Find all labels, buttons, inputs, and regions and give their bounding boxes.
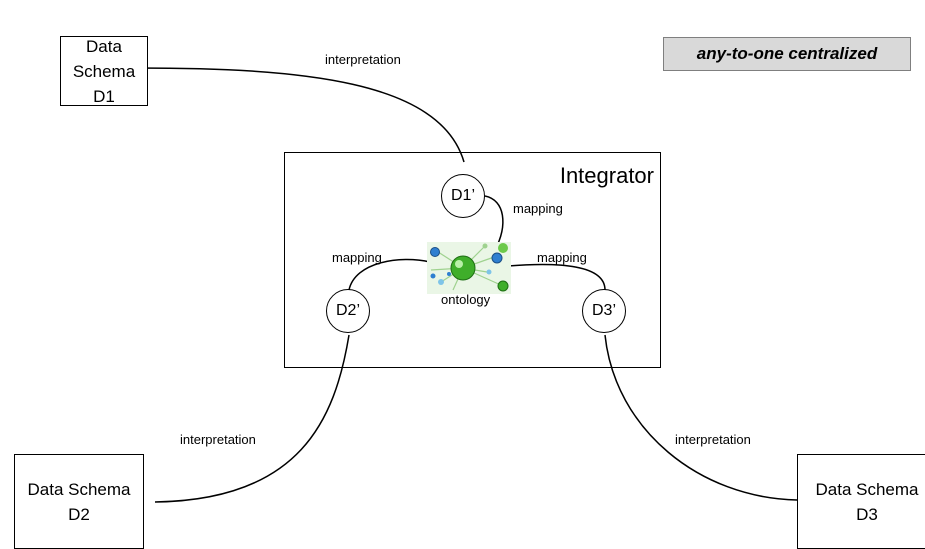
ontology-network-icon <box>427 242 511 294</box>
node-d1-prime: D1’ <box>441 174 485 218</box>
schema-d1-title: Data Schema <box>72 36 136 81</box>
data-schema-d3: Data Schema D3 <box>797 454 925 549</box>
label-interpretation-d3: interpretation <box>675 432 751 447</box>
ontology-label: ontology <box>441 292 491 307</box>
node-d1-prime-label: D1’ <box>450 187 475 204</box>
edge-mapping-d2 <box>348 258 431 291</box>
edge-mapping-d3 <box>507 263 606 291</box>
label-mapping-d3: mapping <box>537 250 587 265</box>
integrator-box: Integrator <box>284 152 661 368</box>
schema-d1-id: D1 <box>93 86 115 106</box>
topology-badge-text: any-to-one centralized <box>696 44 878 63</box>
label-mapping-d2: mapping <box>332 250 382 265</box>
schema-d3-title: Data Schema <box>815 479 919 499</box>
schema-d2-title: Data Schema <box>27 479 131 499</box>
node-d3-prime-label: D3’ <box>591 302 616 319</box>
node-d2-prime: D2’ <box>326 289 370 333</box>
label-mapping-d1: mapping <box>513 201 563 216</box>
topology-badge: any-to-one centralized <box>663 37 911 71</box>
label-interpretation-d2: interpretation <box>180 432 256 447</box>
node-d2-prime-label: D2’ <box>335 302 360 319</box>
integrator-title: Integrator <box>559 163 654 188</box>
schema-d2-id: D2 <box>68 504 90 524</box>
schema-d3-id: D3 <box>856 504 878 524</box>
label-interpretation-d1: interpretation <box>325 52 401 67</box>
edge-interpretation-d1 <box>135 67 465 163</box>
edge-interpretation-d3 <box>604 334 798 501</box>
data-schema-d1: Data Schema D1 <box>60 36 148 106</box>
node-d3-prime: D3’ <box>582 289 626 333</box>
data-schema-d2: Data Schema D2 <box>14 454 144 549</box>
